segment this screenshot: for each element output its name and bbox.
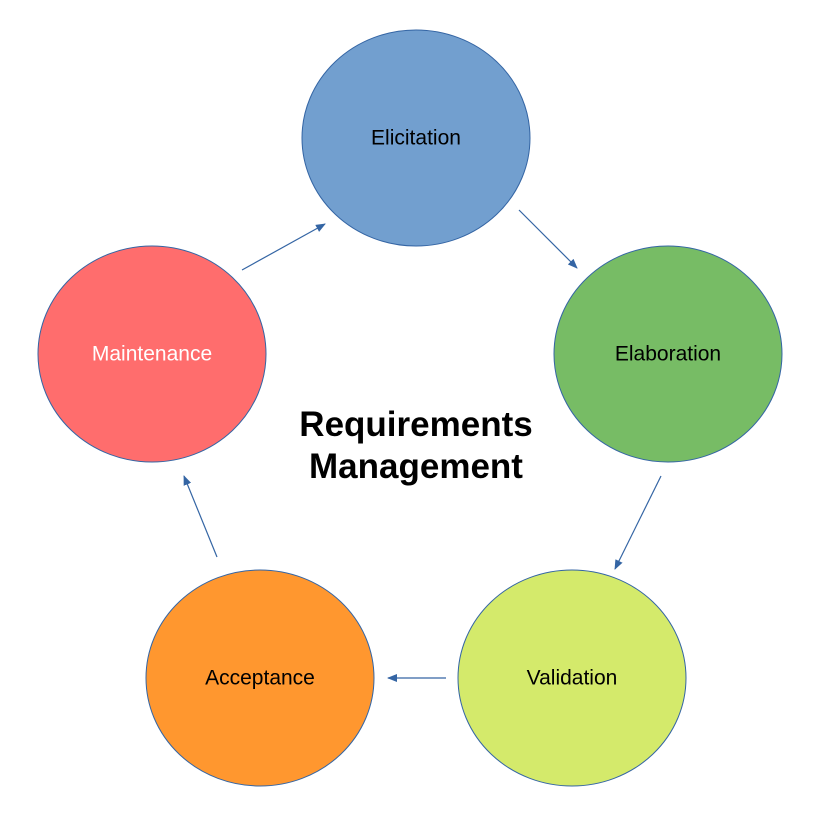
diagram-title-line-1: Requirements [299, 405, 533, 444]
stage-maintenance-label: Maintenance [92, 343, 212, 366]
stage-elaboration-circle [553, 245, 783, 463]
stage-acceptance: Acceptance [145, 569, 375, 787]
arrow-elicitation-to-elaboration [518, 209, 578, 269]
diagram-title-line-2: Management [309, 447, 523, 486]
diagram-title: Requirements Management [216, 404, 616, 488]
stage-acceptance-circle [145, 569, 375, 787]
stage-elaboration: Elaboration [553, 245, 783, 463]
stage-elicitation: Elicitation [301, 29, 531, 247]
stage-elicitation-label: Elicitation [371, 127, 461, 150]
stage-validation: Validation [457, 569, 687, 787]
arrow-acceptance-to-maintenance [183, 475, 218, 558]
stage-maintenance-circle [37, 245, 267, 463]
arrow-elaboration-to-validation [614, 475, 662, 570]
stage-validation-label: Validation [527, 667, 618, 690]
stage-elaboration-label: Elaboration [615, 343, 721, 366]
stage-acceptance-label: Acceptance [205, 667, 315, 690]
stage-elicitation-circle [301, 29, 531, 247]
stage-maintenance: Maintenance [37, 245, 267, 463]
arrow-maintenance-to-elicitation [241, 223, 326, 271]
stage-validation-circle [457, 569, 687, 787]
